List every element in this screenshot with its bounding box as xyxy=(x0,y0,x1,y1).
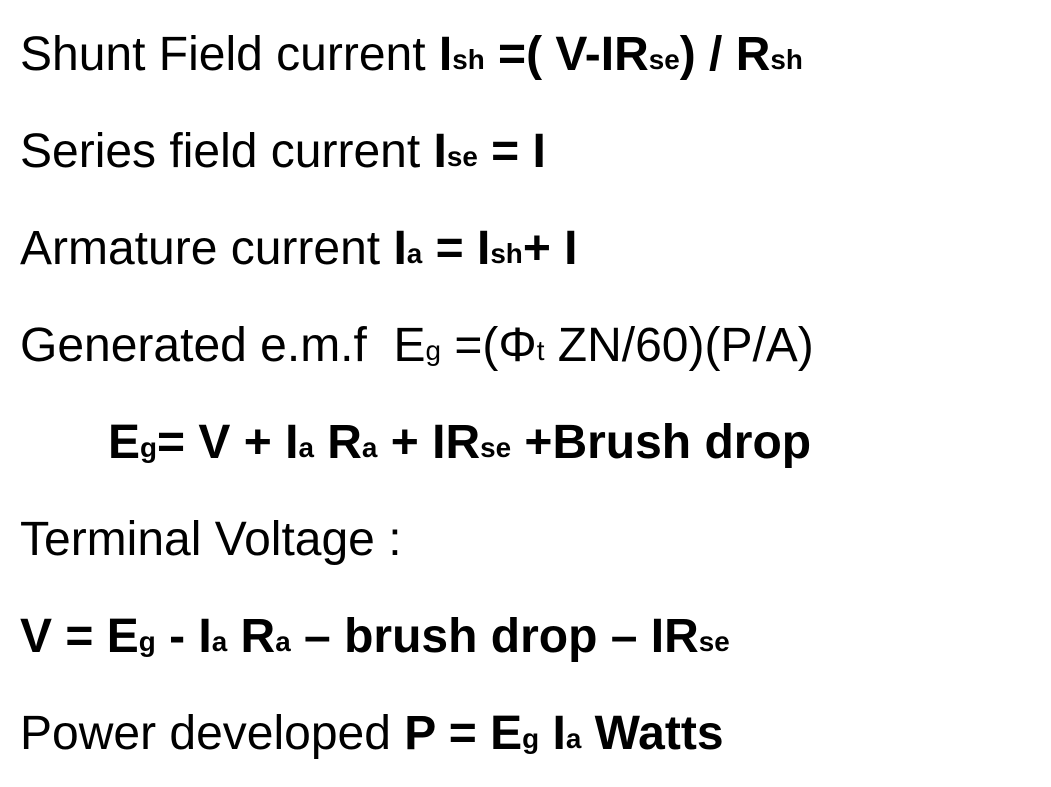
formula-text: I xyxy=(433,125,447,178)
formula-text: Series field current xyxy=(20,125,434,178)
formula-text: +Brush drop xyxy=(511,416,812,469)
formula-text: ) / R xyxy=(679,28,771,81)
line-terminal-voltage-heading: Terminal Voltage : xyxy=(20,491,1041,588)
formula-text: I xyxy=(539,707,566,760)
formula-text: P = E xyxy=(404,707,523,760)
formula-text: E xyxy=(108,416,141,469)
formula-text: Shunt Field current xyxy=(20,28,439,81)
formula-text: - I xyxy=(155,610,212,663)
formula-text: Armature current xyxy=(20,222,394,275)
formula-text: R xyxy=(227,610,276,663)
formula-text: = I xyxy=(477,125,546,178)
formula-text: Generated e.m.f E xyxy=(20,319,426,372)
formula-text: R xyxy=(313,416,362,469)
formula-text: + I xyxy=(522,222,578,275)
formula-text: Terminal Voltage : xyxy=(20,513,402,566)
formula-text: – brush drop – IR xyxy=(290,610,699,663)
formula-text: + IR xyxy=(377,416,481,469)
formula-text: Power developed xyxy=(20,707,405,760)
formula-text: V = E xyxy=(20,610,139,663)
formula-text: Watts xyxy=(581,707,724,760)
formula-text: =(Φ xyxy=(441,319,537,372)
formula-text: ZN/60)(P/A) xyxy=(544,319,814,372)
formula-text: I xyxy=(438,28,453,81)
formula-text: I xyxy=(393,222,407,275)
formula-text: = I xyxy=(422,222,491,275)
formula-text: = V + I xyxy=(157,416,299,469)
formula-text: =( V-IR xyxy=(484,28,649,81)
